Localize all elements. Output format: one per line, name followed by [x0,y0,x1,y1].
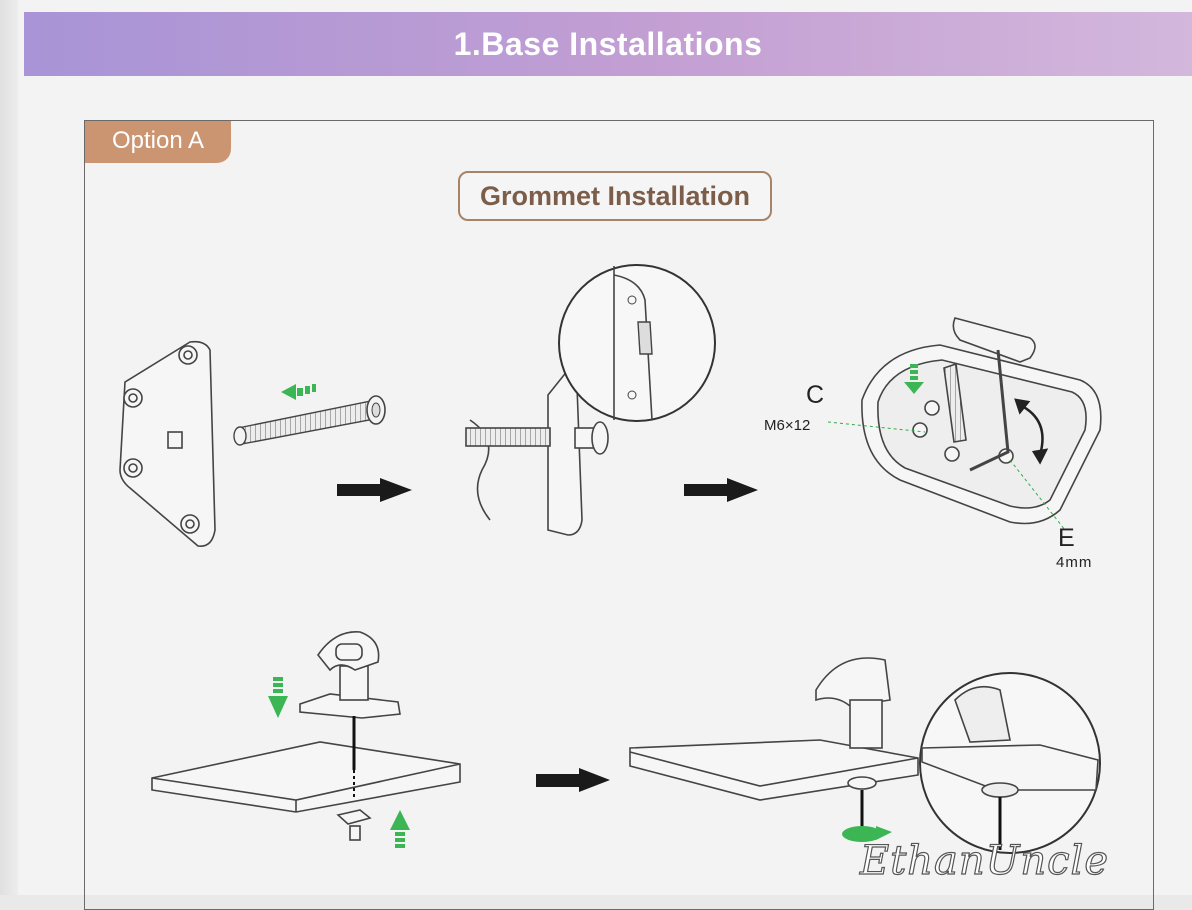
callout-c-spec: M6×12 [764,417,811,434]
watermark: EthanUncle [859,837,1109,884]
zoom-circle [558,264,716,422]
section-title: Grommet Installation [479,181,751,211]
base-plate-drawing [861,317,1102,525]
plate-side-drawing [465,357,609,536]
option-tab: Option A [85,121,231,163]
section-title-box: Grommet Installation [458,171,772,221]
arm-base-drawing [299,631,401,841]
zoom-circle-detail [919,672,1101,854]
callout-c-letter: C [806,381,825,409]
page-title: 1.Base Installations [453,26,763,62]
black-arrow-right-icon [536,768,610,792]
green-arrow-down-icon [268,677,288,718]
green-arrow-up-icon [390,810,410,848]
threaded-bolt-drawing [233,395,386,446]
callout-e-letter: E [1058,524,1075,552]
rotation-arrow-icon [1014,398,1049,465]
black-arrow-right-icon [684,478,758,502]
option-label: Option A [111,127,205,154]
desk-drawing [151,741,461,813]
leader-lines [827,421,1066,531]
mount-plate-drawing [119,340,216,547]
installed-desk-drawing [629,657,919,832]
green-arrow-down-icon [904,364,924,394]
black-arrow-right-icon [337,478,412,502]
callout-e-spec: 4mm [1056,554,1093,571]
green-arrow-left-icon [281,384,316,400]
header-banner: 1.Base Installations [24,12,1192,76]
green-rotation-icon [842,826,892,842]
